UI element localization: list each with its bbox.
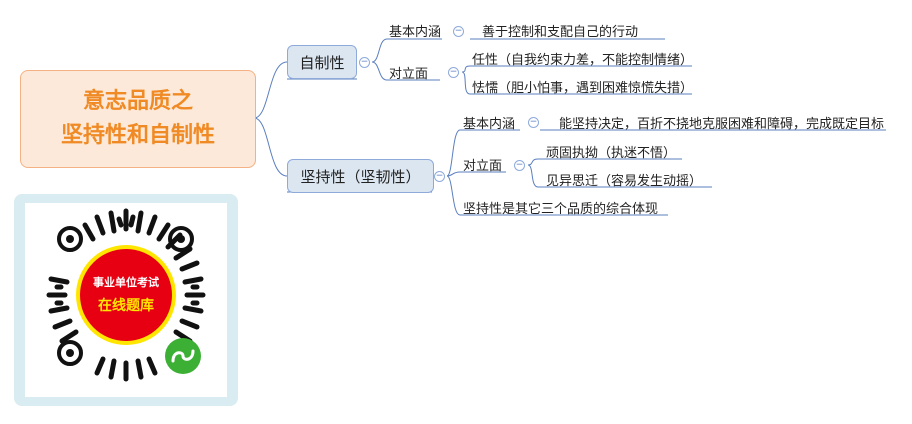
- collapse-icon[interactable]: −: [453, 26, 464, 37]
- self-control-basic-label: 基本内涵: [389, 25, 442, 40]
- branch-persistence[interactable]: 坚持性（坚韧性）: [287, 159, 434, 193]
- persistence-basic-text: 能坚持决定，百折不挠地克服困难和障碍，完成既定目标: [559, 117, 885, 132]
- qr-title-line2: 在线题库: [98, 298, 154, 314]
- self-control-basic-text: 善于控制和支配自己的行动: [482, 25, 639, 40]
- persistence-summary: 坚持性是其它三个品质的综合体现: [463, 202, 659, 217]
- collapse-icon[interactable]: −: [514, 160, 525, 171]
- branch-self-control[interactable]: 自制性: [287, 45, 357, 79]
- collapse-icon[interactable]: −: [528, 117, 539, 128]
- root-title-line1: 意志品质之: [82, 89, 193, 114]
- persistence-opposite-2: 见异思迁（容易发生动摇）: [546, 174, 703, 189]
- collapse-icon[interactable]: −: [359, 57, 370, 68]
- persistence-opposite-1: 顽固执拗（执迷不悟）: [546, 146, 677, 161]
- collapse-icon[interactable]: −: [434, 171, 445, 182]
- self-control-opposite-1: 任性（自我约束力差，不能控制情绪）: [472, 53, 694, 68]
- qr-code-pattern-icon: [46, 208, 206, 382]
- qr-title-line1: 事业单位考试: [93, 276, 159, 289]
- persistence-basic-label: 基本内涵: [463, 117, 516, 132]
- self-control-opposite-2: 怯懦（胆小怕事，遇到困难惊慌失措）: [472, 81, 694, 96]
- branch-persistence-label: 坚持性（坚韧性）: [300, 167, 421, 186]
- root-topic[interactable]: 意志品质之 坚持性和自制性: [20, 70, 256, 168]
- qr-code: 事业单位考试 在线题库: [25, 203, 227, 397]
- branch-self-control-label: 自制性: [299, 53, 345, 72]
- collapse-icon[interactable]: −: [448, 67, 459, 78]
- qr-code-card: 事业单位考试 在线题库: [14, 194, 238, 406]
- persistence-opposite-label: 对立面: [463, 159, 503, 174]
- self-control-opposite-label: 对立面: [389, 67, 429, 82]
- root-title-line2: 坚持性和自制性: [60, 123, 215, 148]
